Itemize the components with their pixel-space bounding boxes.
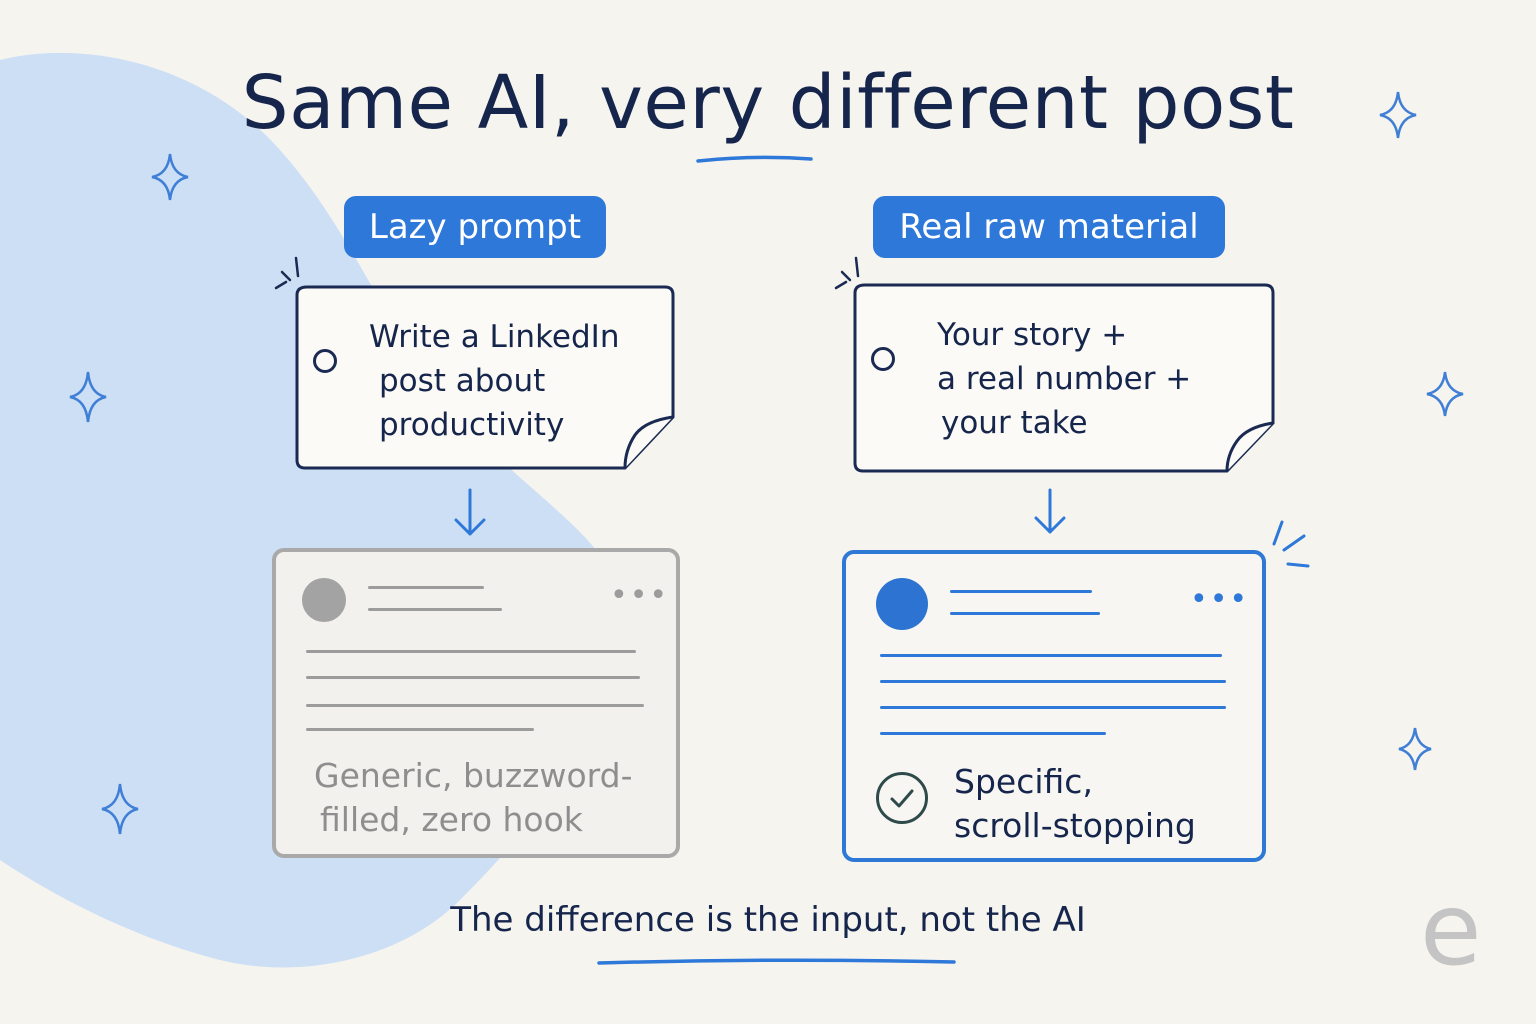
text-line (306, 676, 640, 679)
name-line (368, 586, 484, 589)
footer-underline (597, 958, 956, 965)
generic-post-card: ••• Generic, buzzword- filled, zero hook (272, 548, 680, 858)
more-dots-icon: ••• (610, 578, 670, 613)
real-raw-material-tag: Real raw material (873, 196, 1225, 258)
arrow-down-icon (1034, 488, 1066, 534)
lazy-prompt-card: Write a LinkedIn post about productivity (295, 285, 675, 470)
prompt-line: Write a LinkedIn (369, 319, 620, 355)
avatar (876, 578, 928, 630)
name-line (950, 612, 1100, 615)
sparkle-icon (151, 153, 189, 201)
prompt-line: your take (941, 405, 1088, 441)
emphasis-marks-icon (834, 256, 860, 290)
text-line (880, 706, 1226, 709)
text-line (306, 650, 636, 653)
title-underline (696, 155, 813, 163)
text-line (306, 728, 534, 731)
avatar (302, 578, 346, 622)
text-line (306, 704, 644, 707)
lazy-prompt-tag: Lazy prompt (344, 196, 606, 258)
caption-line: scroll-stopping (954, 806, 1196, 845)
sparkle-icon (1426, 371, 1464, 417)
bullet-circle-icon (313, 349, 337, 373)
prompt-line: a real number + (937, 361, 1192, 397)
specific-result-caption: Specific, scroll-stopping (954, 760, 1196, 848)
sparkle-icon (69, 371, 107, 423)
prompt-line: post about (379, 363, 546, 399)
name-line (950, 590, 1092, 593)
caption-line: Specific, (954, 762, 1093, 801)
text-line (880, 654, 1222, 657)
text-line (880, 680, 1226, 683)
raw-material-prompt-text: Your story + a real number + your take (937, 313, 1191, 445)
caption-line: Generic, buzzword- (314, 756, 633, 795)
check-circle-icon (876, 772, 928, 824)
lazy-prompt-text: Write a LinkedIn post about productivity (369, 315, 619, 447)
footer-tagline: The difference is the input, not the AI (450, 900, 1086, 940)
sparkle-icon (1398, 727, 1432, 771)
emphasis-marks-icon (1272, 520, 1310, 568)
specific-post-card: ••• Specific, scroll-stopping (842, 550, 1266, 862)
prompt-line: Your story + (937, 317, 1128, 353)
more-dots-icon: ••• (1190, 582, 1250, 617)
name-line (368, 608, 502, 611)
page-title: Same AI, very different post (241, 60, 1295, 146)
text-line (880, 732, 1106, 735)
arrow-down-icon (454, 488, 486, 536)
bullet-circle-icon (871, 347, 895, 371)
raw-material-prompt-card: Your story + a real number + your take (853, 283, 1275, 473)
background-blob (0, 52, 624, 968)
generic-result-caption: Generic, buzzword- filled, zero hook (314, 754, 632, 842)
caption-line: filled, zero hook (320, 800, 583, 839)
sparkle-icon (101, 783, 139, 835)
prompt-line: productivity (379, 407, 565, 443)
emphasis-marks-icon (274, 256, 300, 290)
sparkle-icon (1379, 91, 1417, 139)
brand-logo: e (1420, 871, 1482, 988)
